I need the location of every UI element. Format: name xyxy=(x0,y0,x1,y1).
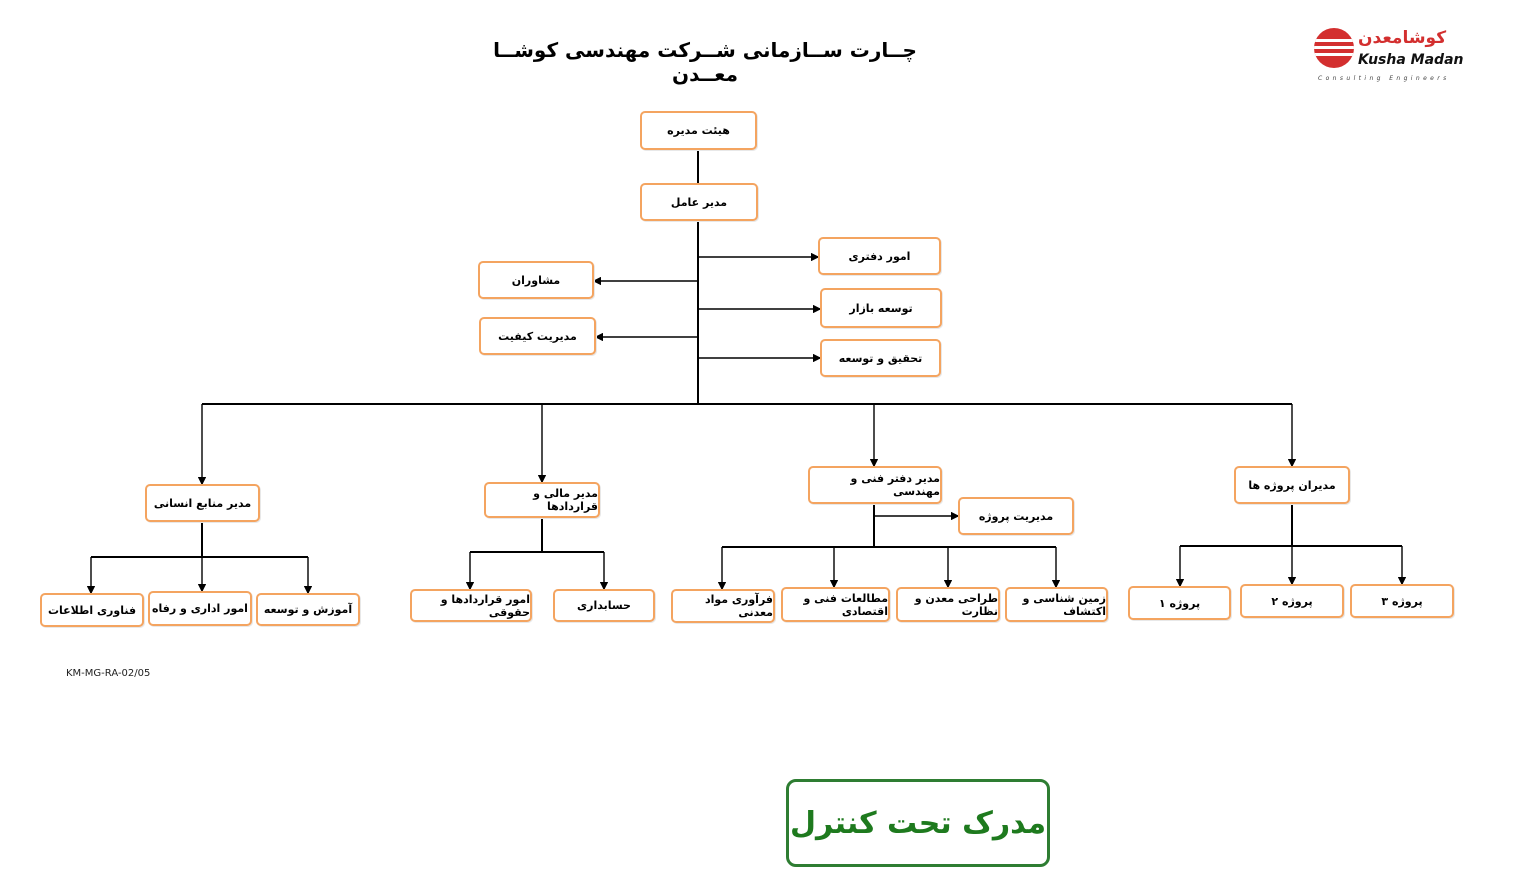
node-mineral-processing[interactable]: فرآوری مواد معدنی xyxy=(671,589,775,623)
controlled-document-stamp: مدرک تحت کنترل xyxy=(786,779,1050,867)
node-it[interactable]: فناوری اطلاعات xyxy=(40,593,144,627)
node-hr-manager[interactable]: مدیر منابع انسانی xyxy=(145,484,260,522)
node-board[interactable]: هیئت مدیره xyxy=(640,111,757,150)
logo-en-text: Kusha Madan xyxy=(1358,52,1464,68)
logo-fa-text: کوشامعدن xyxy=(1358,28,1447,48)
logo-emblem-icon xyxy=(1314,28,1354,68)
chart-title: چــارت ســازمانی شــرکت مهندسی کوشــا مع… xyxy=(493,38,917,86)
node-tech-econ-studies[interactable]: مطالعات فنی و اقتصادی xyxy=(781,587,890,622)
node-mine-design[interactable]: طراحی معدن و نظارت xyxy=(896,587,1000,622)
document-code: KM-MG-RA-02/05 xyxy=(66,668,151,679)
node-finance-manager[interactable]: مدیر مالی و قراردادها xyxy=(484,482,600,518)
node-geology-exploration[interactable]: زمین شناسی و اکتشاف xyxy=(1005,587,1108,622)
node-contracts-legal[interactable]: امور قراردادها و حقوقی xyxy=(410,589,532,622)
node-office-affairs[interactable]: امور دفتری xyxy=(818,237,941,275)
node-admin-welfare[interactable]: امور اداری و رفاه xyxy=(148,591,252,626)
node-market-development[interactable]: توسعه بازار xyxy=(820,288,942,328)
node-project-3[interactable]: پروژه ۳ xyxy=(1350,584,1454,618)
node-accounting[interactable]: حسابداری xyxy=(553,589,655,622)
node-technical-manager[interactable]: مدیر دفتر فنی و مهندسی xyxy=(808,466,942,504)
node-project-1[interactable]: پروژه ۱ xyxy=(1128,586,1231,620)
node-quality-management[interactable]: مدیریت کیفیت xyxy=(479,317,596,355)
node-project-managers[interactable]: مدیران پروژه ها xyxy=(1234,466,1350,504)
node-project-2[interactable]: پروژه ۲ xyxy=(1240,584,1344,618)
node-advisors[interactable]: مشاوران xyxy=(478,261,594,299)
node-research-development[interactable]: تحقیق و توسعه xyxy=(820,339,941,377)
node-ceo[interactable]: مدیر عامل xyxy=(640,183,758,221)
node-training-development[interactable]: آموزش و توسعه xyxy=(256,593,360,626)
company-logo: کوشامعدن Kusha Madan Consulting Engineer… xyxy=(1310,24,1470,86)
node-project-management[interactable]: مدیریت پروژه xyxy=(958,497,1074,535)
logo-subtitle: Consulting Engineers xyxy=(1318,75,1450,82)
